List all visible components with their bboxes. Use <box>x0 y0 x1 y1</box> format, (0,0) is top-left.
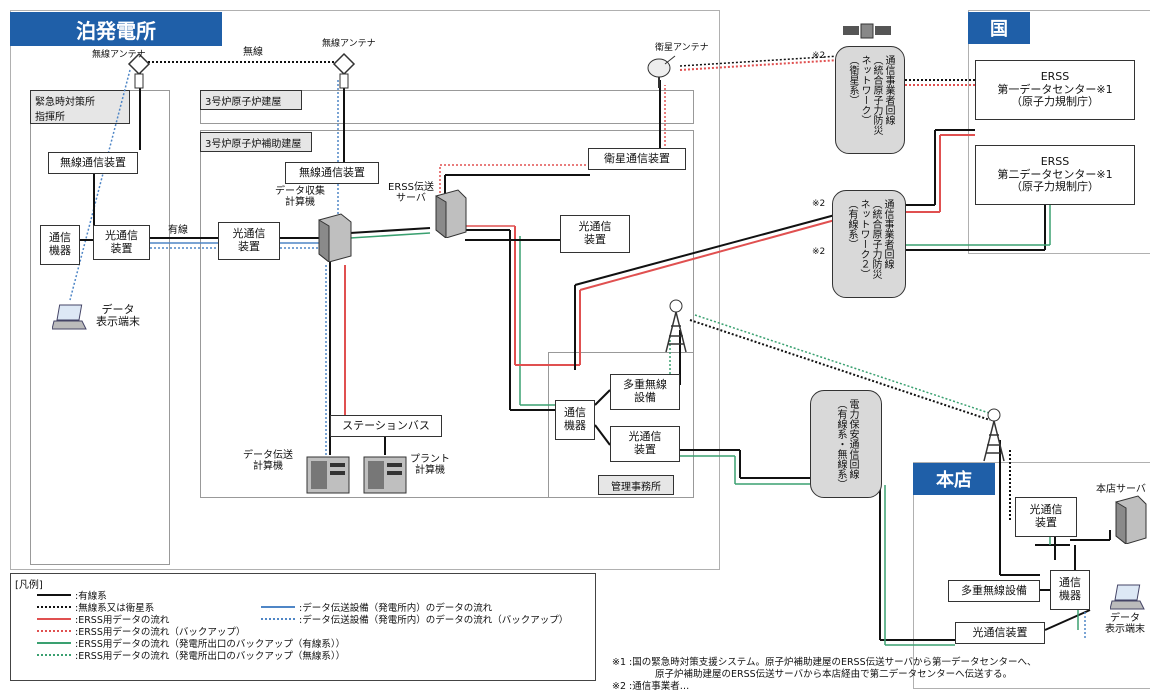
optical-device-1: 光通信 装置 <box>93 225 150 260</box>
legend-swatch <box>261 606 295 608</box>
legend-item: :有線系 <box>37 588 107 602</box>
server-icon <box>318 213 352 262</box>
optical-device-5: 光通信 装置 <box>1015 497 1077 537</box>
erss-server: ERSS伝送 サーバ <box>388 182 434 204</box>
legend-swatch <box>37 654 71 656</box>
legend-item: :無線系又は衛星系 <box>37 600 154 614</box>
station-bus: ステーションバス <box>330 415 442 437</box>
wired-carrier-line: 通信事業者回線 （統合原子力防災 ネットワーク２） （有線系） <box>832 190 906 298</box>
legend-text: :ERSS用データの流れ <box>75 615 170 626</box>
transmission-tower-icon <box>665 299 687 353</box>
legend-item: :ERSS用データの流れ（発電所出口のバックアップ（有線系）） <box>37 636 345 650</box>
computer-cabinet-icon <box>363 456 407 494</box>
wired-carrier-label: 通信事業者回線 （統合原子力防災 ネットワーク２） （有線系） <box>846 199 893 279</box>
laptop-icon <box>1110 584 1145 610</box>
power-line-carrier: 電力保安通信回線 （有線系・無線系） <box>810 390 882 498</box>
power-line-label: 電力保安通信回線 （有線系・無線系） <box>835 399 858 489</box>
hq-title: 本店 <box>913 463 995 495</box>
laptop-icon <box>52 304 87 330</box>
emergency-office-label: 緊急時対策所 指揮所 <box>30 90 130 124</box>
legend-title: [凡例] <box>15 580 43 591</box>
satellite-dish-icon <box>647 55 676 88</box>
satellite-carrier-line: 通信事業者回線 （統合原子力防災 ネットワーク） （衛星系） <box>835 46 905 154</box>
erss-data-center-1: ERSS 第一データセンター※1 （原子力規制庁） <box>975 60 1135 120</box>
note-mark-1: ※2 <box>812 51 826 61</box>
wired-label: 有線 <box>168 225 188 236</box>
legend-item: :ERSS用データの流れ <box>37 612 169 626</box>
multiplex-radio-1: 多重無線 設備 <box>610 374 680 410</box>
legend-item: :データ伝送設備（発電所内）のデータの流れ（バックアップ） <box>261 612 568 626</box>
optical-device-3: 光通信 装置 <box>560 215 630 253</box>
data-terminal-2: データ 表示端末 <box>1105 613 1145 635</box>
footnote-2: ※2 :通信事業者… <box>612 681 690 692</box>
data-collection-calc: データ収集 計算機 <box>275 186 325 208</box>
optical-device-4: 光通信 装置 <box>610 426 680 462</box>
legend: [凡例] :有線系 :無線系又は衛星系 :ERSS用データの流れ :ERSS用デ… <box>10 573 596 681</box>
hq-server: 本店サーバ <box>1096 484 1146 495</box>
wireless-antenna-icon <box>332 52 356 89</box>
legend-text: :無線系又は衛星系 <box>75 603 155 614</box>
legend-swatch <box>37 642 71 644</box>
comm-device-2: 通信 機器 <box>555 400 595 440</box>
wireless-antenna-label-2: 無線アンテナ <box>322 39 376 49</box>
country-title: 国 <box>968 12 1030 44</box>
legend-swatch <box>261 618 295 620</box>
wireless-link-label: 無線 <box>243 47 263 58</box>
legend-text: :ERSS用データの流れ（発電所出口のバックアップ（有線系）） <box>75 639 346 650</box>
multiplex-radio-2: 多重無線設備 <box>948 580 1040 602</box>
legend-text: :データ伝送設備（発電所内）のデータの流れ（バックアップ） <box>299 615 569 626</box>
computer-cabinet-icon <box>306 456 350 494</box>
aux-building-label: 3号炉原子炉補助建屋 <box>200 132 312 152</box>
server-icon <box>1115 495 1147 544</box>
wireless-antenna-icon <box>127 52 151 89</box>
data-transfer-calc: データ伝送 計算機 <box>243 450 293 472</box>
optical-device-2: 光通信 装置 <box>218 222 280 260</box>
comm-device-1: 通信 機器 <box>40 225 80 265</box>
wireless-device-1: 無線通信装置 <box>48 152 138 174</box>
legend-item: :ERSS用データの流れ（発電所出口のバックアップ（無線系）） <box>37 648 345 662</box>
legend-text: :有線系 <box>75 591 107 602</box>
server-icon <box>435 189 467 238</box>
legend-text: :ERSS用データの流れ（バックアップ） <box>75 627 246 638</box>
wireless-antenna-label-1: 無線アンテナ <box>92 50 146 60</box>
admin-office-label: 管理事務所 <box>598 475 674 495</box>
plant-title: 泊発電所 <box>10 12 222 46</box>
country-area <box>968 10 1150 254</box>
legend-swatch <box>37 594 71 596</box>
legend-text: :ERSS用データの流れ（発電所出口のバックアップ（無線系）） <box>75 651 346 662</box>
optical-device-6: 光通信装置 <box>955 622 1045 644</box>
legend-item: :データ伝送設備（発電所内）のデータの流れ <box>261 600 492 614</box>
legend-swatch <box>37 618 71 620</box>
satellite-comm-device: 衛星通信装置 <box>588 148 686 170</box>
comm-device-3: 通信 機器 <box>1050 570 1090 610</box>
erss-data-center-2: ERSS 第二データセンター※1 （原子力規制庁） <box>975 145 1135 205</box>
legend-text: :データ伝送設備（発電所内）のデータの流れ <box>299 603 493 614</box>
transmission-tower-icon <box>983 408 1005 462</box>
legend-swatch <box>37 606 71 608</box>
plant-area <box>10 10 720 570</box>
satellite-icon <box>843 23 891 39</box>
satellite-carrier-label: 通信事業者回線 （統合原子力防災 ネットワーク） （衛星系） <box>847 55 894 135</box>
footnote-1b: 原子炉補助建屋のERSS伝送サーバから本店経由で第二データセンターへ伝送する。 <box>655 669 1013 680</box>
satellite-antenna-label: 衛星アンテナ <box>655 43 709 53</box>
plant-calc: プラント 計算機 <box>410 454 450 476</box>
legend-item: :ERSS用データの流れ（バックアップ） <box>37 624 245 638</box>
wireless-device-2: 無線通信装置 <box>285 162 379 184</box>
footnote-1: ※1 :国の緊急時対策支援システム。原子炉補助建屋のERSS伝送サーバから第一デ… <box>612 657 1037 668</box>
reactor-building-label: 3号炉原子炉建屋 <box>200 90 302 110</box>
note-mark-3: ※2 <box>812 247 826 257</box>
data-terminal-1: データ 表示端末 <box>96 303 140 329</box>
note-mark-2: ※2 <box>812 199 826 209</box>
legend-swatch <box>37 630 71 632</box>
